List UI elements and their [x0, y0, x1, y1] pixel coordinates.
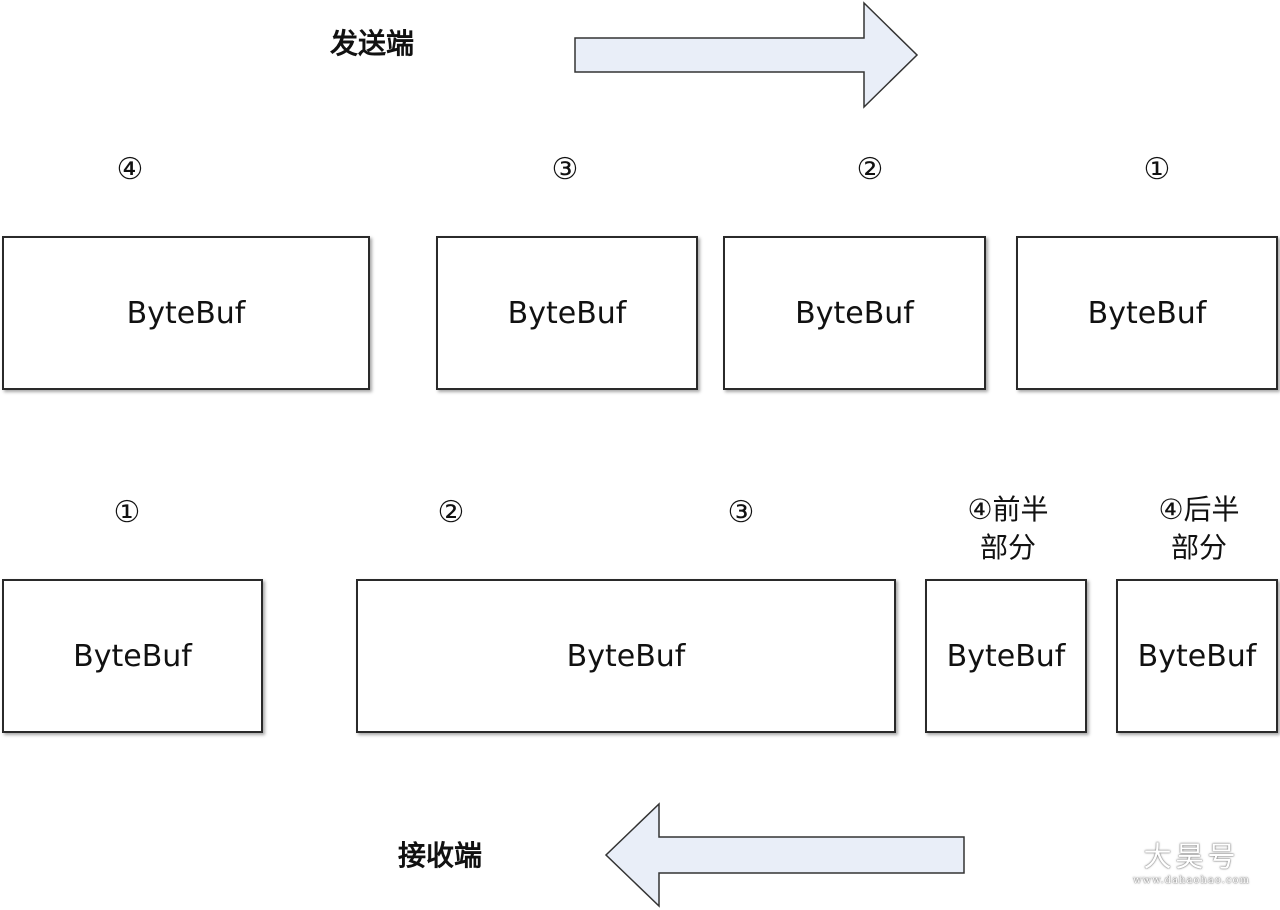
receiver-number-4-first-half: ④前半 部分 [967, 493, 1049, 564]
sender-bytebuf-3: ByteBuf [436, 236, 698, 390]
sender-bytebuf-2: ByteBuf [723, 236, 986, 390]
watermark-sub: www.dahaohao.com [1133, 875, 1250, 886]
receiver-number-2: ② [437, 495, 465, 530]
sender-bytebuf-1: ByteBuf [1016, 236, 1278, 390]
watermark-main: 大昊号 [1143, 840, 1240, 873]
watermark: 大昊号 www.dahaohao.com [1133, 835, 1250, 886]
sender-bytebuf-4: ByteBuf [2, 236, 370, 390]
sender-number-4: ④ [116, 152, 144, 187]
receiver-bytebuf-4-first-half: ByteBuf [925, 579, 1087, 733]
left-arrow-icon [604, 802, 965, 908]
receiver-label: 接收端 [398, 839, 483, 872]
sender-number-1: ① [1143, 152, 1171, 187]
receiver-bytebuf-1: ByteBuf [2, 579, 263, 733]
receiver-number-4-second-half: ④后半 部分 [1158, 493, 1240, 564]
right-arrow-icon [574, 1, 919, 109]
receiver-bytebuf-2-3: ByteBuf [356, 579, 896, 733]
receiver-number-1: ① [113, 495, 141, 530]
receiver-number-3: ③ [727, 495, 755, 530]
receiver-bytebuf-4-second-half: ByteBuf [1116, 579, 1278, 733]
sender-number-3: ③ [551, 152, 579, 187]
sender-label: 发送端 [330, 27, 415, 60]
sender-number-2: ② [856, 152, 884, 187]
